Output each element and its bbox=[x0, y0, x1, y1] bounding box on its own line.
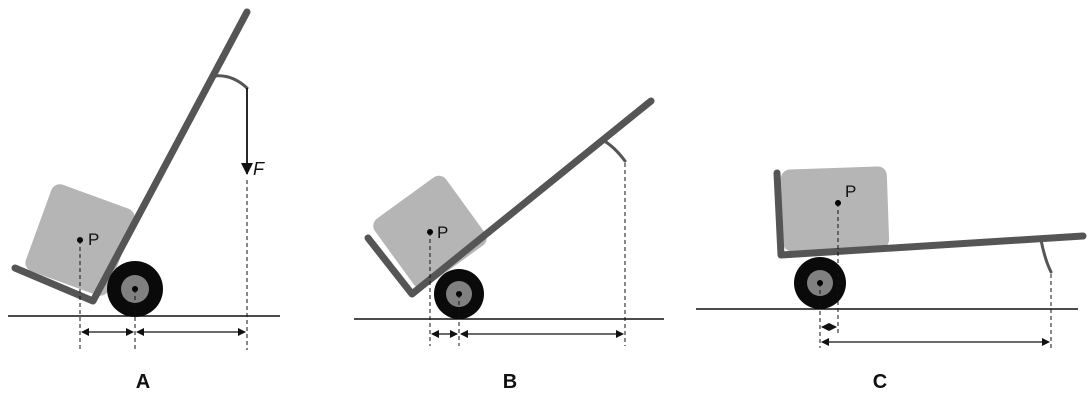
panel-label-a: A bbox=[136, 371, 150, 393]
panel-a: P F A bbox=[8, 8, 280, 393]
hand-truck-frame-c bbox=[773, 169, 1087, 259]
panel-label-b: B bbox=[503, 371, 517, 393]
load-box-c bbox=[780, 166, 890, 252]
hand-truck-frame-a bbox=[11, 8, 251, 305]
handle-grip-a bbox=[212, 74, 249, 90]
point-p-label-b: P bbox=[437, 223, 448, 242]
panel-c: P C bbox=[696, 166, 1087, 393]
handle-grip-b bbox=[599, 137, 627, 163]
handle-grip-c bbox=[1039, 238, 1053, 274]
hand-truck-frame-b bbox=[364, 97, 655, 298]
point-p-label-a: P bbox=[88, 230, 99, 249]
point-p-label-c: P bbox=[845, 182, 856, 201]
panel-label-c: C bbox=[873, 371, 887, 393]
panel-b: P B bbox=[354, 97, 664, 393]
force-label-f: F bbox=[253, 159, 265, 179]
